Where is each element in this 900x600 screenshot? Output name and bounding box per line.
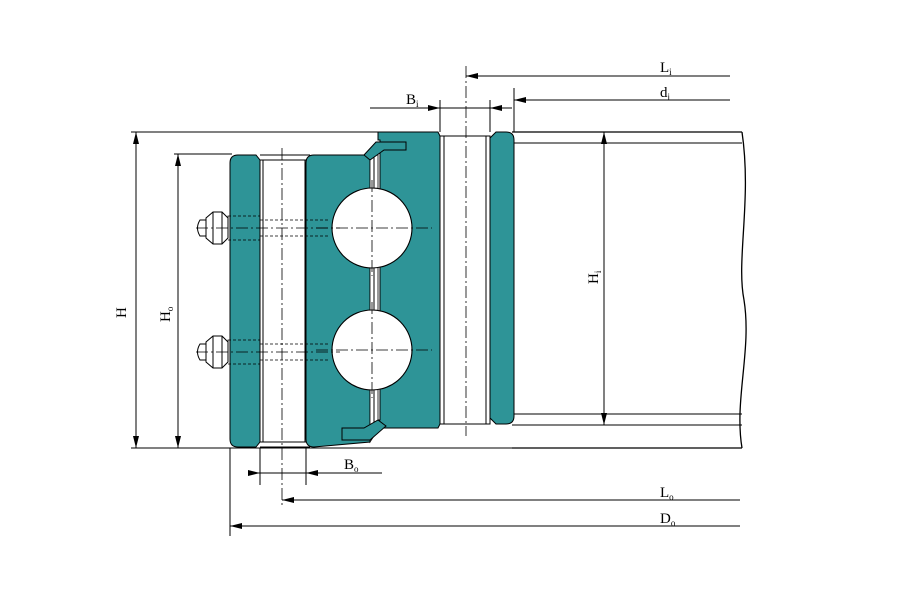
dimension-L1: Li [466,60,730,79]
ball-lower [316,302,432,398]
dimension-L0: Lo [282,485,740,503]
label-H0: Ho [158,306,175,322]
dimension-B0: Bo [248,448,382,485]
dimension-H0: Ho [158,154,181,448]
label-D0: Do [660,511,676,528]
dimension-D0: Do [229,448,740,536]
seals [341,141,407,441]
label-H1: Hi [586,270,603,284]
label-L1: Li [660,60,672,77]
bolt-lower [196,335,340,369]
label-L0: Lo [660,485,674,502]
label-d1: di [660,85,671,102]
dimension-B1: Bi [370,92,512,132]
outer-ring-left-body [229,154,261,448]
base-lines [131,131,512,449]
mounting-structure [512,131,747,449]
dimension-H: H [114,132,139,448]
dimension-H1: Hi [586,132,607,425]
label-H: H [114,307,130,318]
spacer-block [259,148,310,505]
inner-ring-right [439,66,515,436]
dimension-d1: di [513,85,730,132]
label-B1: Bi [406,92,419,109]
bolt-upper [196,211,340,245]
label-B0: Bo [344,457,359,474]
outer-ring-left [229,154,261,448]
rolling-elements [316,180,432,398]
